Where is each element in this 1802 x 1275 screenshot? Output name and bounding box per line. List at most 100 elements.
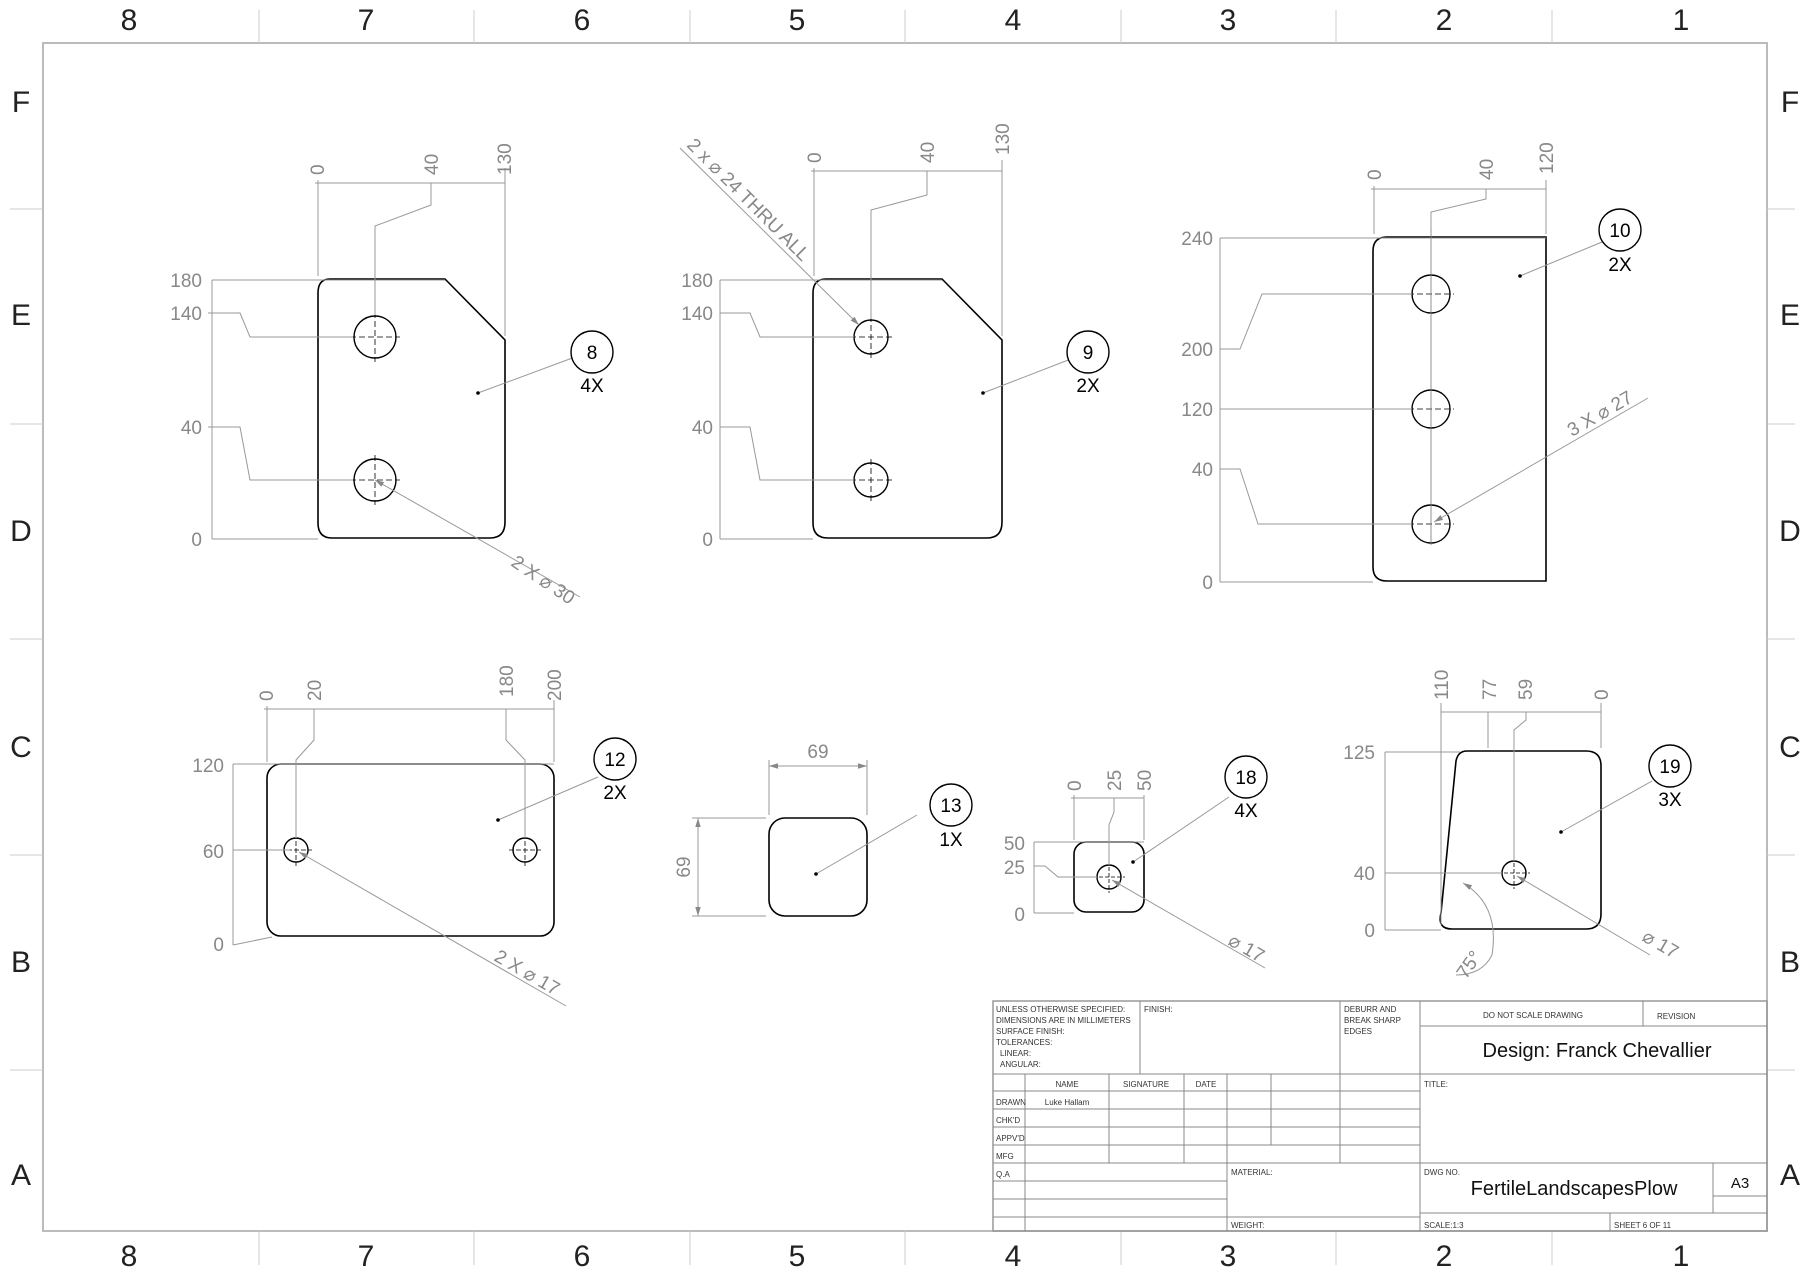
part-10-outline (1372, 236, 1547, 582)
hole-callout: ⌀ 17 (1225, 930, 1268, 967)
col-date: DATE (1196, 1080, 1217, 1089)
deburr-label: DEBURR AND (1344, 1005, 1397, 1014)
balloon-9 (1066, 330, 1110, 374)
zone-labels: 8 7 6 5 4 3 2 1 8 7 6 5 4 3 2 1 F E D C … (10, 4, 1801, 1273)
notes-line: TOLERANCES: (996, 1038, 1052, 1047)
angle-dimension: 75° (1453, 947, 1487, 983)
zone-ticks (10, 10, 1795, 1265)
quantity-label: 2X (603, 783, 627, 804)
dim-x-0: 0 (1592, 689, 1613, 700)
dim-x-200: 200 (545, 669, 566, 701)
dim-y-140: 140 (170, 304, 202, 325)
dim-x-0: 0 (805, 152, 826, 163)
no-scale-note: DO NOT SCALE DRAWING (1483, 1011, 1583, 1020)
dim-x-120: 120 (1537, 142, 1558, 174)
design-credit: Design: Franck Chevallier (1483, 1040, 1712, 1062)
part-12-view: 0 20 180 200 120 60 0 2 X ⌀ 17 12 2X (192, 665, 637, 1007)
scale-label: SCALE:1:3 (1424, 1221, 1464, 1230)
deburr-label: BREAK SHARP (1344, 1016, 1401, 1025)
balloon-8 (570, 330, 614, 374)
dim-x-50: 50 (1135, 770, 1156, 791)
balloon-18 (1224, 755, 1268, 799)
row-label-left: E (11, 299, 31, 332)
row-checked: CHK'D (996, 1116, 1020, 1125)
weight-label: WEIGHT: (1231, 1221, 1264, 1230)
row-label-right: D (1779, 515, 1801, 548)
hole-callout: ⌀ 17 (1639, 926, 1682, 963)
row-drawn: DRAWN (996, 1098, 1026, 1107)
finish-label: FINISH: (1144, 1005, 1172, 1014)
col-label-top: 3 (1220, 4, 1237, 37)
dim-y-50: 50 (1004, 834, 1025, 855)
row-label-right: A (1780, 1159, 1800, 1192)
quantity-label: 4X (580, 376, 604, 397)
row-approved: APPV'D (996, 1134, 1025, 1143)
quantity-label: 2X (1076, 376, 1100, 397)
part-19-view: 110 77 59 0 125 40 0 ⌀ 17 75° 19 3X (1343, 670, 1692, 983)
col-label-top: 7 (358, 4, 375, 37)
dim-x-40: 40 (422, 154, 443, 175)
dim-y-0: 0 (1014, 905, 1025, 926)
part-8-view: 0 40 130 180 140 40 0 2 X ⌀ 30 8 4X (170, 143, 614, 609)
dim-y-0: 0 (1202, 573, 1213, 594)
balloon-12 (593, 737, 637, 781)
row-mfg: MFG (996, 1152, 1014, 1161)
sheet-size: A3 (1731, 1175, 1749, 1192)
quantity-label: 2X (1608, 255, 1632, 276)
dim-x-0: 0 (1365, 169, 1386, 180)
dim-x-59: 59 (1516, 679, 1537, 700)
title-label: TITLE: (1424, 1080, 1448, 1089)
part-13-outline (768, 817, 868, 917)
col-label-top: 5 (789, 4, 806, 37)
dim-y-120: 120 (192, 756, 224, 777)
dwg-no-label: DWG NO. (1424, 1168, 1460, 1177)
col-signature: SIGNATURE (1123, 1080, 1169, 1089)
col-label-top: 4 (1005, 4, 1022, 37)
row-label-left: D (10, 515, 32, 548)
balloon-10 (1598, 208, 1642, 252)
part-9-outline (812, 278, 1003, 539)
col-label-bottom: 5 (789, 1240, 806, 1273)
dim-y-240: 240 (1181, 229, 1213, 250)
dim-x-40: 40 (918, 142, 939, 163)
sheet-label: SHEET 6 OF 11 (1614, 1221, 1672, 1230)
part-8-outline (317, 278, 506, 539)
balloon-13 (929, 783, 973, 827)
dim-x-180: 180 (497, 665, 518, 697)
dim-y-0: 0 (191, 530, 202, 551)
row-label-left: C (10, 731, 32, 764)
dim-x-25: 25 (1105, 770, 1126, 791)
revision-label: REVISION (1657, 1012, 1695, 1021)
col-label-top: 6 (574, 4, 591, 37)
dim-y-40: 40 (1354, 864, 1375, 885)
quantity-label: 1X (939, 830, 963, 851)
part-10-view: 0 40 120 240 200 120 40 0 3 X ⌀ 27 10 2X (1181, 142, 1649, 594)
balloon-number: 19 (1659, 757, 1680, 778)
dim-width: 69 (807, 742, 828, 763)
material-label: MATERIAL: (1231, 1168, 1273, 1177)
part-19-outline (1439, 750, 1602, 930)
hole-callout: 2 X ⌀ 30 (507, 552, 578, 609)
quantity-label: 3X (1658, 790, 1682, 811)
notes-line: ANGULAR: (1000, 1060, 1041, 1069)
dim-y-0: 0 (213, 935, 224, 956)
col-label-bottom: 8 (121, 1240, 138, 1273)
col-label-top: 8 (121, 4, 138, 37)
dim-x-20: 20 (305, 680, 326, 701)
dim-x-40: 40 (1477, 159, 1498, 180)
col-label-bottom: 3 (1220, 1240, 1237, 1273)
balloon-19 (1648, 744, 1692, 788)
col-label-bottom: 4 (1005, 1240, 1022, 1273)
balloon-number: 18 (1235, 768, 1256, 789)
dim-y-140: 140 (681, 304, 713, 325)
col-name: NAME (1055, 1080, 1078, 1089)
quantity-label: 4X (1234, 801, 1258, 822)
balloon-number: 8 (587, 343, 598, 364)
dim-height: 69 (674, 856, 695, 877)
dim-x-0: 0 (257, 690, 278, 701)
dim-y-40: 40 (181, 418, 202, 439)
part-18-view: 0 25 50 50 25 0 ⌀ 17 18 4X (1004, 755, 1268, 969)
balloon-number: 13 (940, 796, 961, 817)
row-label-right: F (1781, 86, 1799, 119)
